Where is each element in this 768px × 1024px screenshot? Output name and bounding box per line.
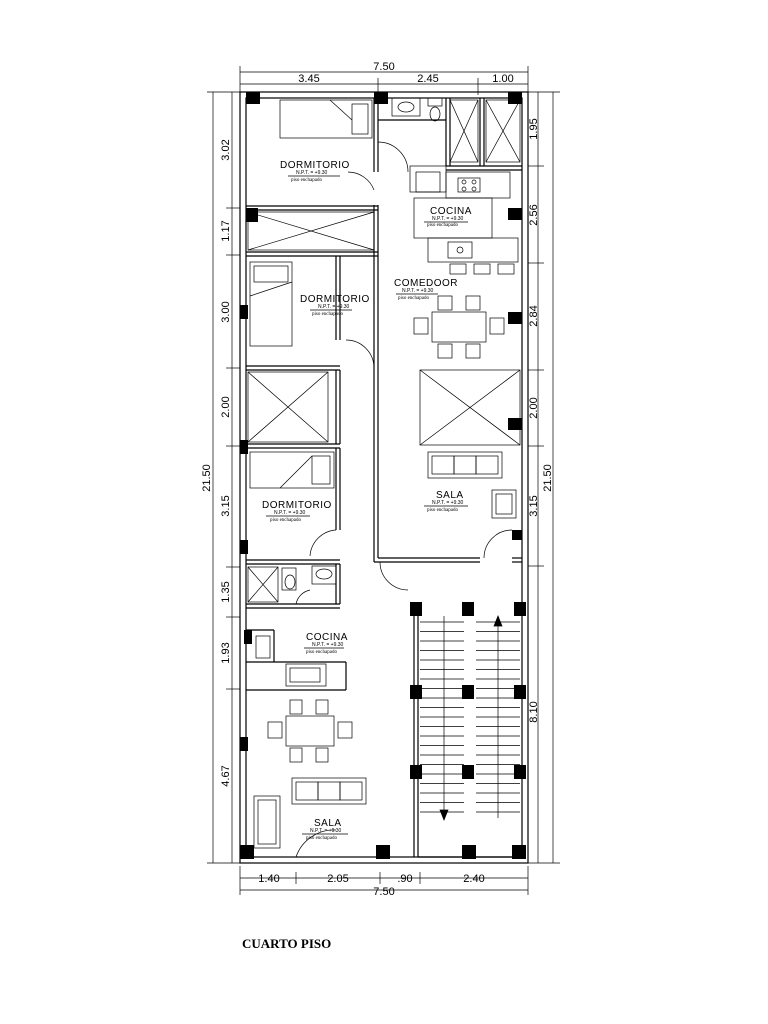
right-dim-4: 2.00 — [528, 397, 540, 418]
npt-cocina-b: N.P.T. = +9.30 — [312, 642, 344, 648]
overall-width-top: 7.50 — [373, 61, 394, 73]
top-dim-2: 2.45 — [417, 73, 438, 85]
right-dim-6: 8.10 — [528, 701, 540, 722]
left-dim-4: 2.00 — [220, 396, 232, 417]
overall-width-bottom: 7.50 — [373, 886, 394, 898]
top-dim-3: 1.00 — [492, 73, 513, 85]
bottom-dim-4: 2.40 — [463, 873, 484, 885]
npt-sala-a: N.P.T. = +9.30 — [432, 500, 464, 506]
room-dormitorio-3: DORMITORIO — [262, 500, 332, 511]
room-sala-a: SALA — [436, 490, 464, 501]
room-cocina-a: COCINA — [430, 206, 472, 217]
left-dim-1: 3.02 — [220, 139, 232, 160]
floor-dormitorio-1: piso enchapado — [291, 178, 322, 183]
drawing-title: CUARTO PISO — [242, 936, 331, 951]
left-dim-3: 3.00 — [220, 301, 232, 322]
floor-sala-b: piso enchapado — [306, 836, 337, 841]
left-dim-5: 3.15 — [220, 495, 232, 516]
floor-cocina-b: piso enchapado — [306, 650, 337, 655]
floor-sala-a: piso enchapado — [427, 508, 458, 513]
npt-sala-b: N.P.T. = +9.30 — [310, 828, 342, 834]
npt-comedor-a: N.P.T. = +9.30 — [402, 288, 434, 294]
npt-dormitorio-2: N.P.T. = +9.30 — [318, 304, 350, 310]
left-dim-7: 1.93 — [220, 642, 232, 663]
staircase — [420, 615, 520, 821]
floor-comedor-a: piso enchapado — [398, 296, 429, 301]
right-dim-5: 3.15 — [528, 495, 540, 516]
floor-cocina-a: piso enchapado — [427, 223, 458, 228]
bottom-dim-2: 2.05 — [327, 873, 348, 885]
right-dim-2: 2.56 — [528, 204, 540, 225]
overall-length-right: 21.50 — [542, 464, 554, 492]
floor-dormitorio-3: piso enchapado — [270, 518, 301, 523]
structural-columns — [240, 92, 526, 859]
left-dim-6: 1.35 — [220, 581, 232, 602]
room-comedor-a: COMEDOOR — [394, 278, 458, 289]
left-dim-8: 4.67 — [220, 765, 232, 786]
walls — [239, 91, 529, 864]
right-dim-1: 1.95 — [528, 118, 540, 139]
door-swings — [295, 141, 513, 858]
shafts — [247, 99, 521, 603]
npt-dormitorio-1: N.P.T. = +9.30 — [296, 170, 328, 176]
overall-length-left: 21.50 — [201, 464, 213, 492]
dimension-lines — [207, 66, 560, 895]
floor-dormitorio-2: piso enchapado — [312, 312, 343, 317]
room-dormitorio-2: DORMITORIO — [300, 294, 370, 305]
level-markers — [266, 175, 468, 835]
top-dim-1: 3.45 — [298, 73, 319, 85]
room-dormitorio-1: DORMITORIO — [280, 160, 350, 171]
left-dim-2: 1.17 — [220, 220, 232, 241]
bottom-dim-1: 1.40 — [258, 873, 279, 885]
npt-dormitorio-3: N.P.T. = +9.30 — [274, 510, 306, 516]
bottom-dim-3: .90 — [397, 873, 412, 885]
room-labels: DORMITORIO N.P.T. = +9.30 piso enchapado… — [262, 160, 472, 841]
furniture — [249, 97, 519, 849]
room-sala-b: SALA — [314, 818, 342, 829]
right-dim-3: 2.84 — [528, 305, 540, 326]
room-cocina-b: COCINA — [306, 632, 348, 643]
npt-cocina-a: N.P.T. = +9.30 — [432, 216, 464, 222]
